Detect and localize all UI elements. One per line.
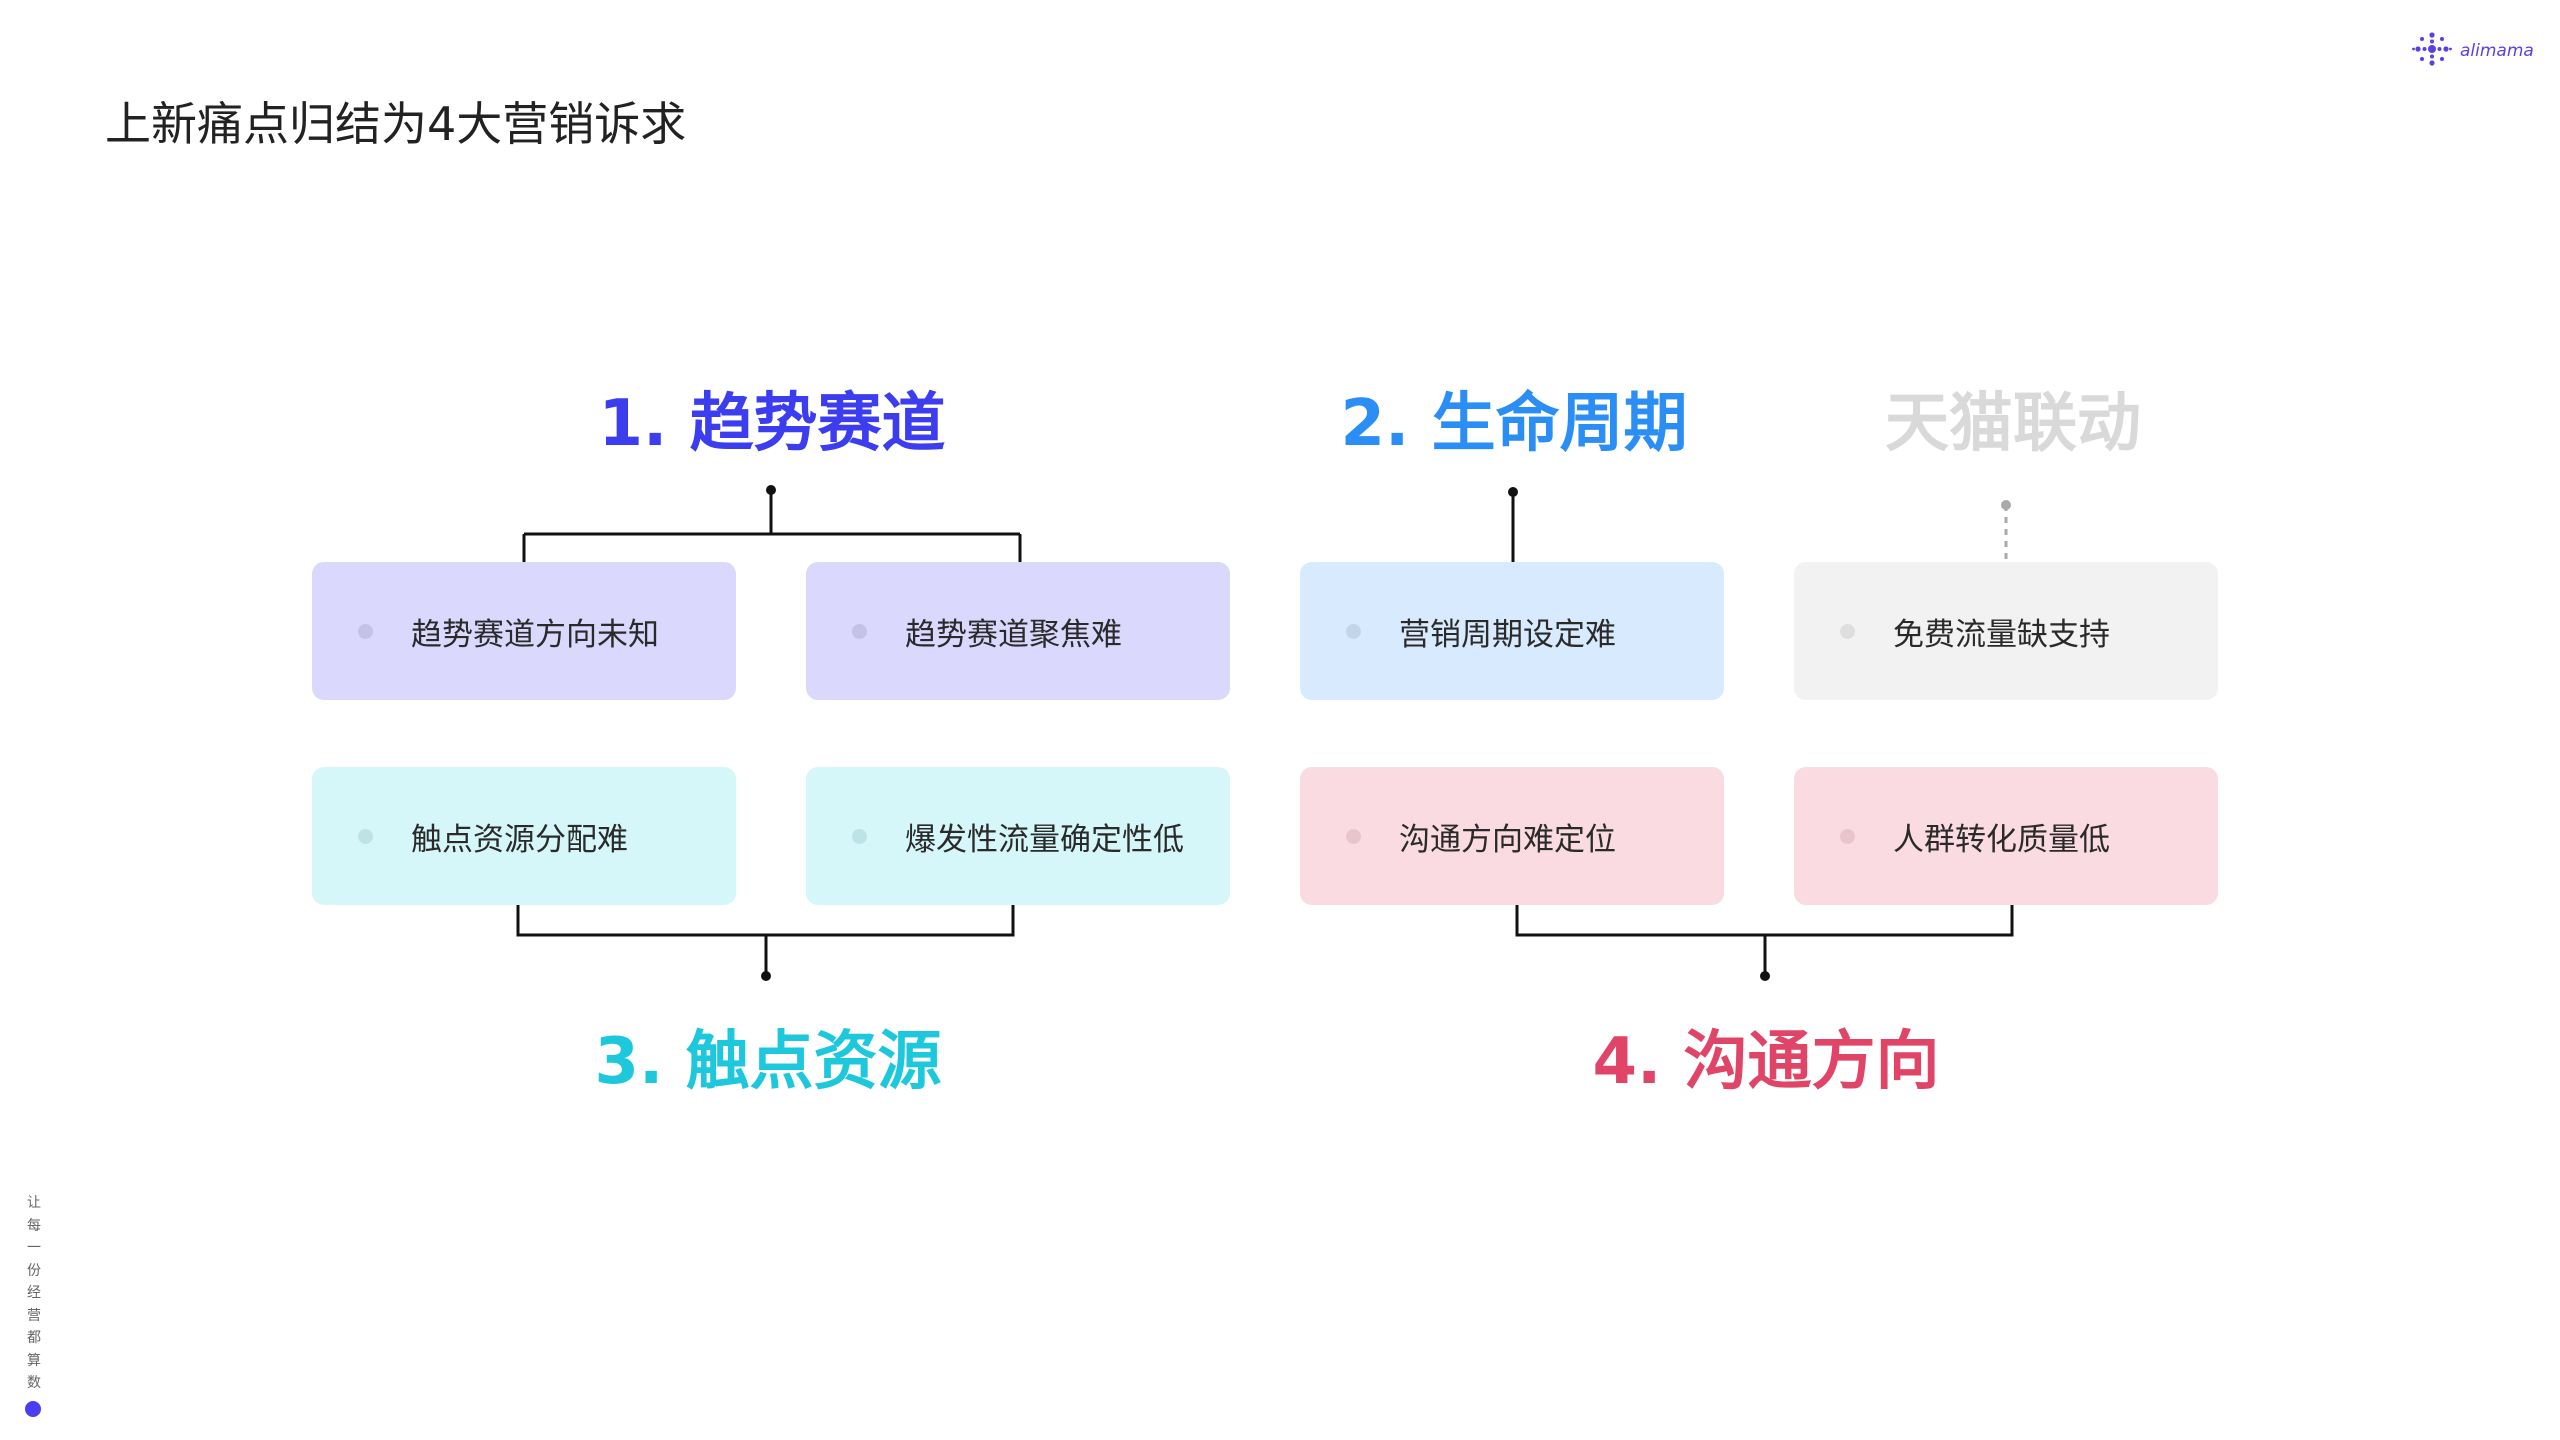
category-title-trend: 1. 趋势赛道 — [598, 387, 946, 461]
card-communication-positioning-hard: 沟通方向难定位 — [1300, 767, 1724, 905]
alimama-spark-icon — [2412, 29, 2452, 73]
category-title-tmall: 天猫联动 — [1885, 387, 2141, 461]
card-touchpoint-allocation-hard: 触点资源分配难 — [312, 767, 736, 905]
slogan-char: 经 — [27, 1285, 41, 1301]
alimama-logo: alimama — [2412, 28, 2534, 74]
card-audience-conversion-low: 人群转化质量低 — [1794, 767, 2218, 905]
slogan-char: 数 — [27, 1375, 41, 1391]
slogan-char: 营 — [27, 1307, 41, 1324]
card-trend-focus-hard: 趋势赛道聚焦难 — [806, 562, 1230, 700]
category-title-communication: 4. 沟通方向 — [1592, 1025, 1940, 1099]
card-label: 营销周期设定难 — [1399, 616, 1616, 653]
slogan-dot-icon — [25, 1401, 41, 1417]
card-label: 人群转化质量低 — [1893, 821, 2110, 858]
slogan-char: 一 — [27, 1240, 41, 1256]
card-label: 免费流量缺支持 — [1893, 616, 2110, 653]
bullet-dot — [1346, 828, 1361, 844]
bullet-dot — [1840, 623, 1855, 639]
bullet-dot — [1346, 623, 1361, 639]
card-burst-traffic-uncertain: 爆发性流量确定性低 — [806, 767, 1230, 905]
card-label: 趋势赛道方向未知 — [411, 616, 659, 653]
card-label: 趋势赛道聚焦难 — [905, 616, 1122, 653]
slogan-char: 让 — [27, 1195, 41, 1211]
logo-text: alimama — [2460, 41, 2534, 61]
category-title-lifecycle: 2. 生命周期 — [1340, 387, 1688, 461]
card-cycle-setting-hard: 营销周期设定难 — [1300, 562, 1724, 700]
bullet-dot — [852, 828, 867, 844]
bullet-dot — [358, 828, 373, 844]
page-title: 上新痛点归结为4大营销诉求 — [105, 97, 687, 151]
card-free-traffic-support: 免费流量缺支持 — [1794, 562, 2218, 700]
category-title-touchpoint: 3. 触点资源 — [594, 1025, 942, 1099]
slogan-char: 份 — [27, 1262, 41, 1279]
card-label: 触点资源分配难 — [411, 821, 628, 858]
slogan-char: 每 — [27, 1217, 41, 1234]
card-label: 爆发性流量确定性低 — [905, 821, 1184, 858]
bullet-dot — [852, 623, 867, 639]
slogan-char: 算 — [27, 1352, 41, 1369]
bullet-dot — [1840, 828, 1855, 844]
vertical-slogan: 让 每 一 份 经 营 都 算 数 — [24, 1192, 44, 1395]
card-label: 沟通方向难定位 — [1399, 821, 1616, 858]
card-trend-direction-unknown: 趋势赛道方向未知 — [312, 562, 736, 700]
bullet-dot — [358, 623, 373, 639]
slogan-char: 都 — [27, 1330, 41, 1346]
